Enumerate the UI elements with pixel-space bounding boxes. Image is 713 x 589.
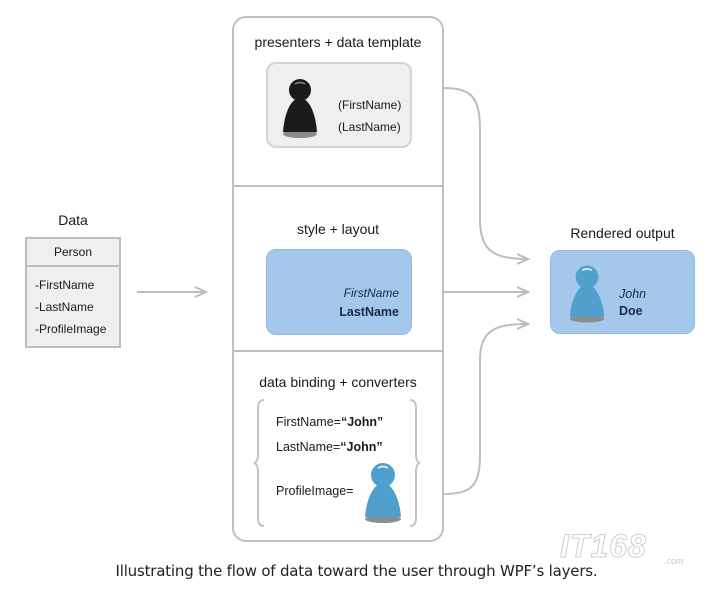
layer-divider [234,185,442,187]
person-avatar-icon [569,265,605,323]
layer-title-binding: data binding + converters [259,374,417,390]
wpf-layers-panel: presenters + data template (FirstName) (… [232,16,444,542]
layer-divider [234,350,442,352]
binding-first-name: FirstName=“John” [276,415,383,429]
arrow-binding-to-output [441,324,528,495]
watermark-logo: IT168 [560,528,647,565]
person-fields: -FirstName -LastName -ProfileImage [27,267,119,340]
style-last-name: LastName [339,305,399,319]
data-template-card: (FirstName) (LastName) [266,62,412,148]
binding-key: LastName= [276,440,341,454]
rendered-output-title: Rendered output [570,225,675,241]
rendered-first-name: John [619,287,647,301]
binding-key: FirstName= [276,415,341,429]
watermark-suffix: .com [664,556,684,566]
person-class-box: Person -FirstName -LastName -ProfileImag… [25,237,121,348]
person-avatar-icon [365,463,401,523]
arrow-template-to-output [441,87,528,259]
layer-title-style: style + layout [296,221,380,237]
layer-title-presenters: presenters + data template [254,34,422,50]
style-first-name: FirstName [343,286,399,300]
binding-last-name: LastName=“John” [276,440,383,454]
binding-value: “John” [340,415,384,429]
template-last-name: (LastName) [338,120,401,134]
data-title: Data [58,212,88,228]
template-first-name: (FirstName) [338,98,402,112]
figure-caption: Illustrating the flow of data toward the… [115,562,598,580]
binding-value: “John” [340,440,383,454]
rendered-output-card: John Doe [550,250,695,334]
style-layout-card: FirstName LastName [266,249,412,335]
rendered-last-name: Doe [619,304,643,318]
field-profile-image: -ProfileImage [35,322,107,336]
person-class-name: Person [27,239,119,267]
field-last-name: -LastName [35,300,94,314]
person-silhouette-icon [283,79,317,138]
binding-profile-image: ProfileImage= [276,484,353,498]
binding-key: ProfileImage= [276,484,354,498]
template-fields: (FirstName) (LastName) [338,94,401,138]
binding-braces [253,399,421,527]
field-first-name: -FirstName [35,278,95,292]
